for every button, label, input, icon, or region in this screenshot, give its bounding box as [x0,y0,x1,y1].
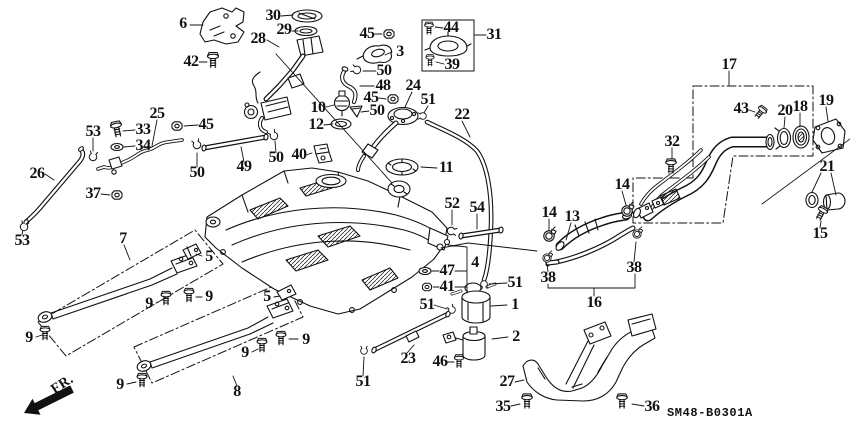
part-callout-40: 40 [291,146,308,163]
part-callout-9: 9 [241,344,249,361]
part-callout-6: 6 [179,15,187,32]
part-callout-23: 23 [400,350,417,367]
part-callout-49: 49 [236,158,253,175]
part-callout-36: 36 [644,398,661,415]
part-callout-38: 38 [540,269,557,286]
fuel-filter-drawing [442,282,497,361]
fuel-filler-pipe-drawing [633,118,850,222]
part-callout-41: 41 [439,278,456,295]
part-callout-25: 25 [149,105,166,122]
part-callout-38: 38 [626,259,643,276]
part-callout-9: 9 [116,376,124,393]
part-callout-39: 39 [444,56,461,73]
part-callout-17: 17 [721,56,738,73]
part-callout-9: 9 [302,331,310,348]
fuel-sender-assembly-drawing [243,9,324,134]
part-callout-51: 51 [419,296,436,313]
part-callout-16: 16 [586,294,603,311]
part-callout-35: 35 [495,398,512,415]
part-callout-5: 5 [263,288,271,305]
part-callout-10: 10 [310,99,327,116]
diagram-code: SM48-B0301A [667,406,753,420]
part-callout-46: 46 [432,353,449,370]
part-callout-51: 51 [355,373,372,390]
part-callout-1: 1 [511,296,519,313]
part-callout-22: 22 [454,106,471,123]
part-callout-20: 20 [777,102,794,119]
part-callout-32: 32 [664,133,681,150]
part-callout-50: 50 [189,164,206,181]
part-callout-48: 48 [375,77,392,94]
part-callout-52: 52 [444,195,461,212]
part-callout-45: 45 [359,25,376,42]
part-callout-9: 9 [25,329,33,346]
part-callout-29: 29 [276,21,293,38]
tank-strap-drawings [37,243,297,372]
filler-and-breather-hose-drawings [545,211,636,267]
part-callout-42: 42 [183,53,200,70]
part-callout-54: 54 [469,199,486,216]
part-callout-34: 34 [135,137,152,154]
part-callout-9: 9 [205,288,213,305]
valve-and-tube-drawings [340,44,392,118]
fuel-tank-drawing [204,167,451,315]
part-callout-33: 33 [135,121,152,138]
fuel-pump-cover-box-drawing [421,19,475,72]
part-callout-12: 12 [308,116,325,133]
part-callout-47: 47 [439,262,456,279]
part-callout-24: 24 [405,77,422,94]
part-callout-2: 2 [512,328,520,345]
fuel-pump-drawing [330,90,419,176]
part-callout-5: 5 [205,248,213,265]
part-callout-31: 31 [486,26,503,43]
part-callout-27: 27 [499,373,516,390]
part-callout-8: 8 [233,383,241,400]
bracket-drawing [199,7,245,45]
part-callout-14: 14 [614,176,631,193]
part-callout-43: 43 [733,100,750,117]
part-callout-15: 15 [812,225,829,242]
part-callout-19: 19 [818,92,835,109]
part-callout-7: 7 [119,230,127,247]
part-callout-45: 45 [198,116,215,133]
part-callout-18: 18 [792,98,809,115]
part-callout-11: 11 [438,159,454,176]
part-callout-4: 4 [471,254,479,271]
part-callout-14: 14 [541,204,558,221]
part-callout-50: 50 [369,102,386,119]
part-callout-51: 51 [420,91,437,108]
part-callout-44: 44 [443,19,460,36]
part-callout-13: 13 [564,208,581,225]
part-callout-53: 53 [85,123,102,140]
part-callout-37: 37 [85,185,102,202]
part-callout-53: 53 [14,232,31,249]
part-callout-26: 26 [29,165,46,182]
fr-arrow-icon [24,385,74,415]
part-callout-28: 28 [250,30,267,47]
part-callout-21: 21 [819,158,836,175]
heat-shield-drawing [522,313,657,402]
part-callout-50: 50 [268,149,285,166]
leader-lines [21,14,837,407]
part-callout-51: 51 [507,274,524,291]
part-callout-30: 30 [265,7,282,24]
part-callout-50: 50 [376,62,393,79]
part-callout-45: 45 [363,89,380,106]
part-callout-9: 9 [145,295,153,312]
fuel-hose-drawings [23,119,504,354]
part-callout-3: 3 [396,43,404,60]
